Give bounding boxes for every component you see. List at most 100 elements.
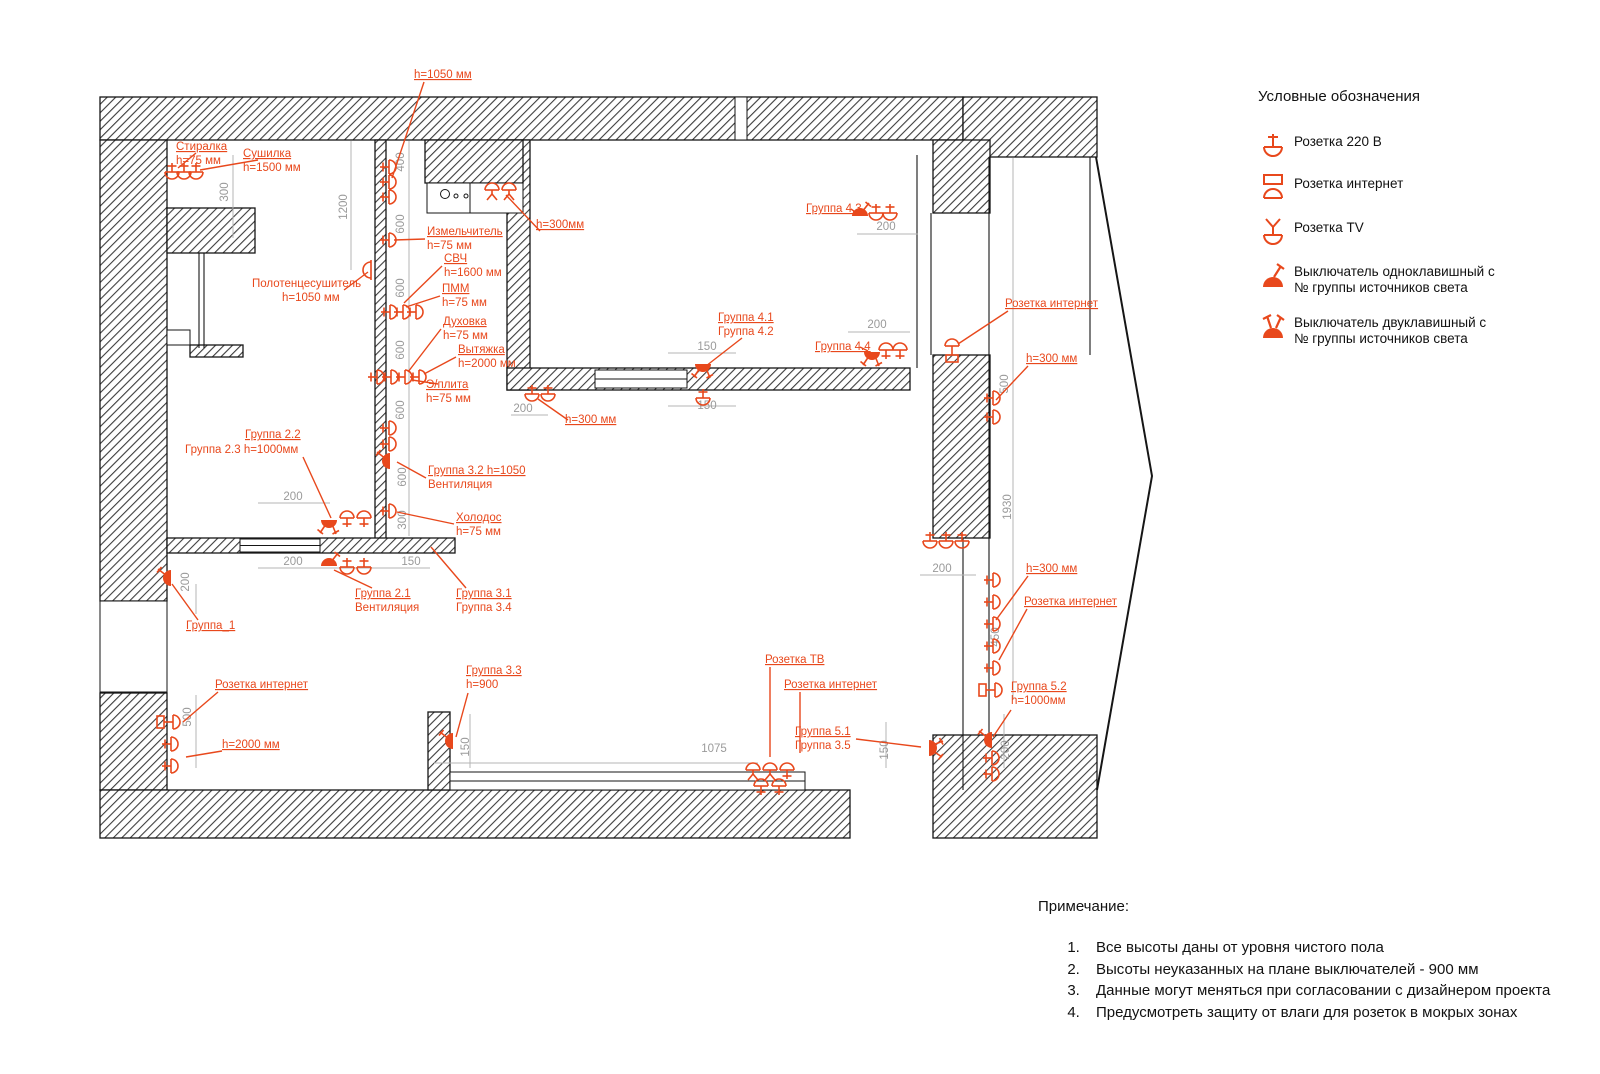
plan-label-text: h=1050 мм [414,69,472,81]
socket-220-icon [938,532,954,549]
plan-label: Группа 5.2 h=1000мм [992,681,1067,738]
socket-220-icon [356,510,372,527]
socket-220-icon [771,778,787,795]
plan-label: Группа 3.3h=900 [455,665,522,738]
plan-label-text: Полотенцесушитель [252,278,361,290]
leader-line [455,692,469,738]
socket-220-icon [868,204,884,221]
plan-label-text: h=300 мм [1026,563,1077,575]
legend-item-label: Розетка 220 В [1294,134,1382,149]
socket-internet-icon [1258,173,1294,206]
leader-line [430,546,467,589]
plan-label-text: Группа 3.1 [456,588,512,600]
note-item: Все высоты даны от уровня чистого пола [1084,937,1578,959]
plan-label-text: Группа 5.2 [1011,681,1067,693]
socket-220-icon [753,778,769,795]
plan-label: Группа 2.3 h=1000мм [185,444,332,519]
plan-label-text: Розетка интернет [1005,298,1099,310]
leader-line [995,365,1029,401]
plan-label-text: h=1500 мм [243,162,301,174]
plan-label-text: h=2000 мм [222,739,280,751]
plan-label-text: h=75 мм [456,526,501,538]
socket-220-icon [339,510,355,527]
plan-label: h=300 мм [995,563,1077,621]
leader-line [995,575,1029,621]
socket-tv-icon [484,182,500,201]
dimension-label: 200 [180,572,192,591]
socket-220-icon [954,532,970,549]
dimension-label: 150 [697,400,716,412]
socket-220-icon [922,532,938,549]
plan-label-text: Холодос [456,512,502,524]
leader-line [855,738,922,748]
socket-220-icon [380,420,397,436]
plan-label-text: Группа 2.2 [245,429,301,441]
socket-220-icon [524,385,540,402]
leader-line [391,81,425,179]
dimension-label: 600 [395,278,407,297]
plan-label-text: Розетка интернет [784,679,878,691]
socket-220-icon [380,159,397,175]
socket-220-icon [380,174,397,190]
legend-item-label: Розетка интернет [1294,176,1404,191]
plan-label-text: Измельчитель [427,226,503,238]
plan-label: h=1050 мм [391,69,472,179]
plan-label-text: Э/плита [426,379,469,391]
dimension-lines [195,141,1014,768]
legend: Условные обозначения Розетка 220 В [1258,88,1588,363]
legend-item-socket-220: Розетка 220 В [1258,131,1588,162]
switch-double-icon [1258,312,1294,345]
dimension-label: 150 [879,740,891,759]
plan-label: Розетка интернет [998,596,1118,661]
plan-label: Розетка ТВ [765,654,825,757]
plan-label-text: Группа 4.2 [718,326,774,338]
plan-label-text: h=1600 мм [444,267,502,279]
note-item: Высоты неуказанных на плане выключателей… [1084,959,1578,981]
plan-label-text: h=1050 мм [282,292,340,304]
leader-line [423,356,457,375]
plan-label-text: Вытяжка [458,344,505,356]
plan-label-text: h=300 мм [1026,353,1077,365]
dimension-label: 200 [876,221,895,233]
socket-220-icon [410,369,427,385]
socket-220-icon [984,594,1001,610]
plan-label-text: Розетка интернет [215,679,309,691]
dimension-label: 300 [219,182,231,201]
leader-line [333,569,373,589]
interior-lines [198,155,1154,791]
towel-dryer-icon [362,260,372,280]
plan-label-text: Духовка [443,316,487,328]
switch-single-icon [375,449,390,469]
plan-label-text: Группа 4.4 [815,341,871,353]
switch-single-icon [1258,261,1294,294]
openings-and-fixtures [99,96,806,791]
plan-label-text: Группа 4.1 [718,312,774,324]
plan-label: Розетка интернет [182,679,309,723]
plan-label-text: Группа_1 [186,620,235,632]
socket-220-icon [396,369,413,385]
plan-label-text: Группа 3.5 [795,740,851,752]
socket-220-icon [356,558,372,575]
socket-internet-icon [944,338,960,363]
plan-label-text: h=1000мм [1011,695,1066,707]
socket-220-icon [380,232,397,248]
plan-label: Группа 2.2 [245,429,301,441]
socket-220-icon [983,750,1000,766]
switch-single-icon [438,729,453,749]
plan-label-text: h=300мм [536,219,584,231]
note-item: Предусмотреть защиту от влаги для розето… [1084,1002,1578,1024]
socket-220-icon [892,342,908,359]
socket-220-icon [984,616,1001,632]
dimension-label: 600 [397,467,409,486]
